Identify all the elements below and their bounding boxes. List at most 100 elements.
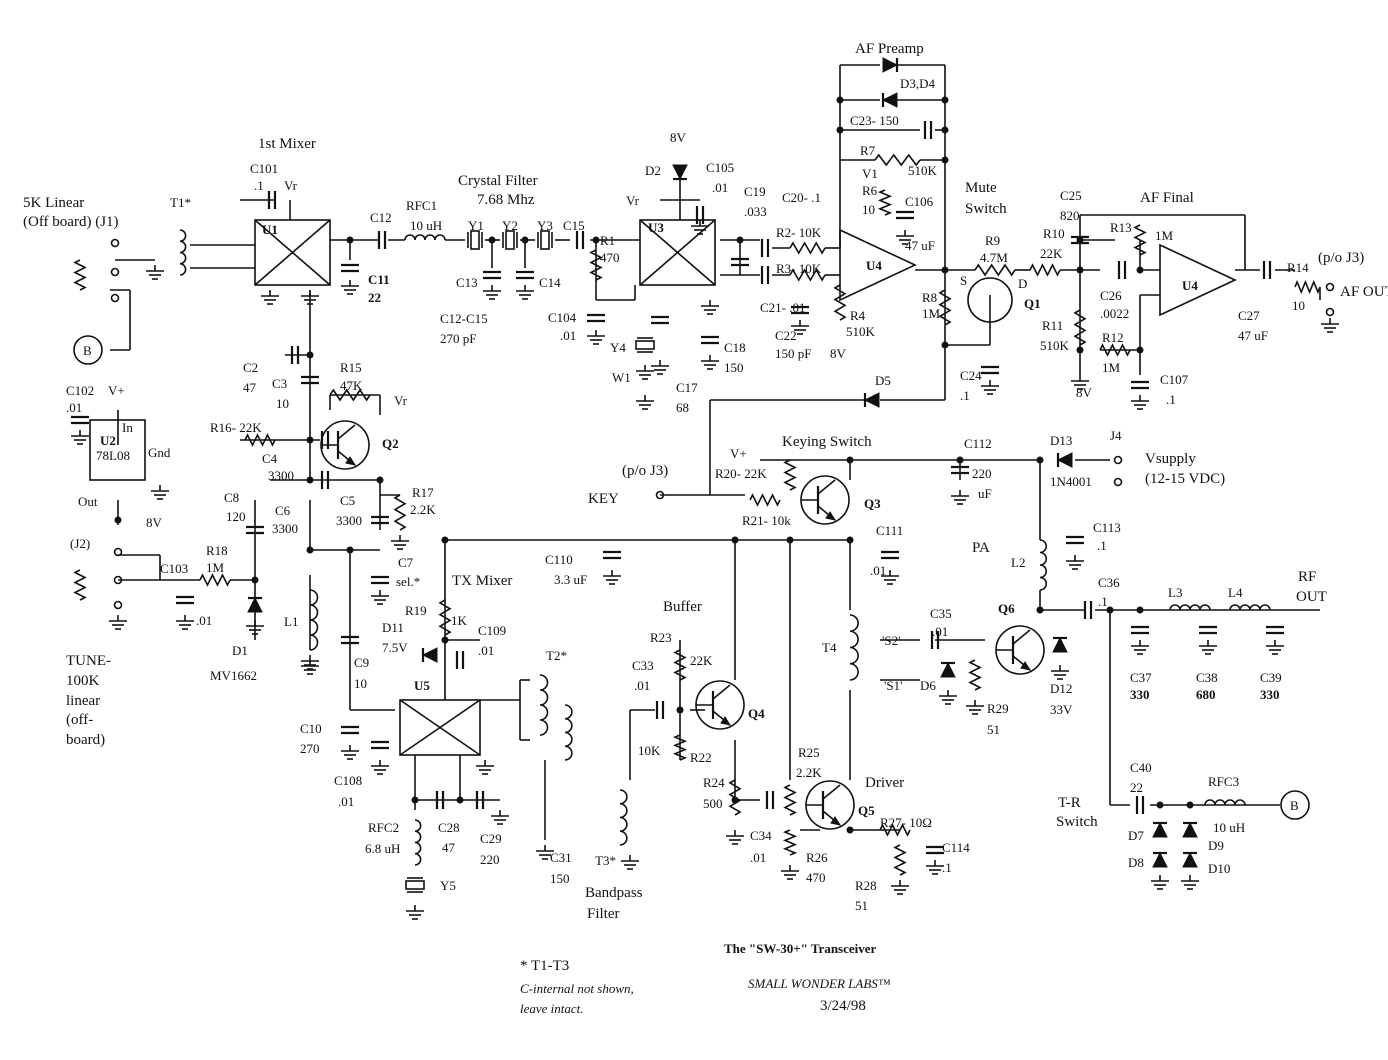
junction-dot: [1156, 801, 1164, 809]
labels-C29-text: C29: [480, 831, 502, 846]
labels-C37-text: C37: [1130, 670, 1152, 685]
C34-capacitor: [765, 791, 775, 809]
Y4-crystal: [635, 337, 655, 353]
labels-R19-text: R19: [405, 603, 427, 618]
R9-resistor: [974, 263, 1016, 277]
ground-symbol: [175, 614, 195, 630]
labels-D2-text: D2: [645, 163, 661, 178]
C19-capacitor: [731, 257, 749, 267]
labels-C109-text: C109: [478, 623, 506, 638]
R14-resistor: [1294, 279, 1321, 295]
ground-symbol: [602, 569, 622, 585]
sections-vsupply-2-text: (12-15 VDC): [1145, 471, 1225, 487]
labels-R29-text: R29: [987, 701, 1009, 716]
labels-D5-text: D5: [875, 373, 891, 388]
labels-C4v-text: 3300: [268, 468, 294, 483]
C5-capacitor: [371, 515, 389, 525]
R20-resistor: [783, 459, 797, 491]
D13-diode: [1056, 452, 1073, 468]
R19-resistor: [438, 599, 452, 636]
labels-C101-text: C101: [250, 161, 278, 176]
labels-R23v-text: 22K: [690, 653, 713, 668]
labels-C102v-text: .01: [66, 400, 82, 415]
labels-U4a-text: U4: [866, 258, 882, 273]
labels-C2v-text: 47: [243, 380, 257, 395]
RFC1-inductor: [404, 234, 446, 241]
junction-dot: [941, 266, 949, 274]
labels-Q6-text: Q6: [998, 601, 1015, 616]
labels-R22-text: R22: [690, 750, 712, 765]
connector-pin: [110, 267, 120, 277]
C102-capacitor: [71, 415, 89, 425]
junction-dot: [956, 456, 964, 464]
labels-D6-text: D6: [920, 678, 936, 693]
ground-symbol: [1180, 874, 1200, 890]
labels-R16-text: R16- 22K: [210, 420, 262, 435]
labels-Vplus2-text: V+: [730, 446, 747, 461]
labels-C12-text: C12: [370, 210, 392, 225]
J2-potentiometer: [73, 569, 87, 601]
labels-R11v-text: 510K: [1040, 338, 1070, 353]
junction-dot: [1076, 346, 1084, 354]
labels-C14-text: C14: [539, 275, 561, 290]
labels-C18v-text: 150: [724, 360, 744, 375]
C3-capacitor: [301, 375, 319, 385]
junction-dot: [114, 516, 122, 524]
C38-capacitor: [1199, 625, 1217, 635]
labels-S1-text: 'S1': [884, 678, 902, 693]
sections-tr-switch-2-text: Switch: [1056, 814, 1098, 830]
ground-symbol: [515, 284, 535, 300]
labels-C8v-text: 120: [226, 509, 246, 524]
T2-transformer: [539, 674, 549, 736]
L4-inductor: [1229, 604, 1271, 611]
labels-R14v-text: 10: [1292, 298, 1305, 313]
labels-R25-text: R25: [798, 745, 820, 760]
C6-capacitor: [320, 471, 330, 489]
sections-tx-mixer-text: TX Mixer: [452, 573, 512, 589]
C27-capacitor: [1262, 261, 1272, 279]
labels-C106-text: C106: [905, 194, 934, 209]
C7-capacitor: [371, 575, 389, 585]
ground-symbol: [108, 614, 128, 630]
labels-RFC3v-text: 10 uH: [1213, 820, 1245, 835]
C40-capacitor: [1135, 796, 1145, 814]
labels-C108-text: C108: [334, 773, 362, 788]
C103-capacitor: [176, 595, 194, 605]
labels-B2-text: B: [1290, 798, 1299, 813]
junction-dot: [1076, 266, 1084, 274]
U1-mixer-ic: [254, 219, 331, 286]
C29-capacitor: [475, 791, 485, 809]
labels-RFC1v-text: 10 uH: [410, 218, 442, 233]
ground-symbol: [938, 689, 958, 705]
labels-C28v-text: 47: [442, 840, 456, 855]
labels-R10-text: R10: [1043, 226, 1065, 241]
sections-rf-out-1-text: RF: [1298, 569, 1316, 585]
ground-symbol: [390, 534, 410, 550]
Q6-transistor: [995, 625, 1045, 675]
labels-D11-text: D11: [382, 620, 404, 635]
RFC3-inductor: [1204, 799, 1246, 806]
R10-resistor: [1029, 263, 1061, 277]
labels-C26-text: C26: [1100, 288, 1122, 303]
labels-In-text: In: [122, 420, 133, 435]
labels-C20-text: C20- .1: [782, 190, 821, 205]
Q2-transistor: [320, 420, 370, 470]
labels-R24-text: R24: [703, 775, 725, 790]
sections-pa-text: PA: [972, 540, 990, 556]
labels-V8d-text: 8V: [146, 515, 163, 530]
labels-C113-text: C113: [1093, 520, 1121, 535]
labels-C15-text: C15: [563, 218, 585, 233]
labels-D11v-text: 7.5V: [382, 640, 408, 655]
labels-R2-text: R2- 10K: [776, 225, 822, 240]
labels-Vplus-text: V+: [108, 383, 125, 398]
C18-capacitor: [701, 335, 719, 345]
J1-potentiometer: [73, 259, 87, 291]
labels-R8v-text: 1M: [922, 306, 941, 321]
ground-symbol: [725, 829, 745, 845]
labels-C2-text: C2: [243, 360, 258, 375]
R25-resistor: [783, 784, 797, 816]
labels-C109v-text: .01: [478, 643, 494, 658]
labels-U3-text: U3: [648, 220, 664, 235]
labels-Vr2-text: Vr: [626, 193, 640, 208]
labels-S-text: S: [960, 273, 967, 288]
